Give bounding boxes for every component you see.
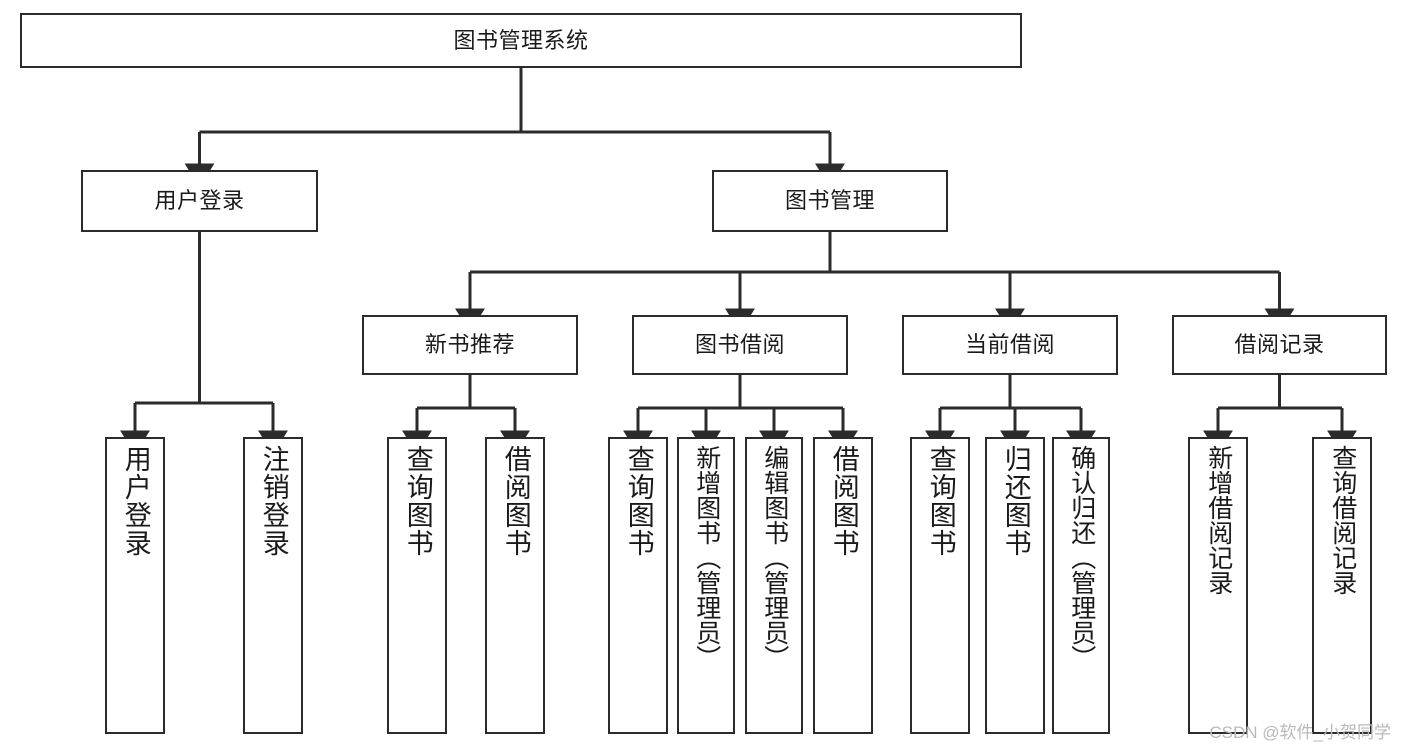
leaf-box-5: 新增图书（管理员） [677, 437, 735, 734]
watermark-text: CSDN @软件_小贺同学 [1209, 723, 1391, 742]
leaf-box-4: 查询图书 [608, 437, 668, 734]
root-label: 图书管理系统 [453, 27, 589, 53]
level2-box-2: 当前借阅 [902, 315, 1118, 375]
leaf-label: 注销登录 [258, 445, 289, 557]
leaf-box-1: 注销登录 [243, 437, 303, 734]
level2-label: 图书借阅 [694, 332, 785, 357]
leaf-box-6: 编辑图书（管理员） [745, 437, 803, 734]
level2-box-0: 新书推荐 [362, 315, 578, 375]
level1-label: 用户登录 [154, 188, 245, 213]
leaf-box-9: 归还图书 [985, 437, 1045, 734]
level1-label: 图书管理 [784, 188, 875, 213]
leaf-box-2: 查询图书 [387, 437, 447, 734]
level2-box-1: 图书借阅 [632, 315, 848, 375]
leaf-box-8: 查询图书 [910, 437, 970, 734]
leaf-box-7: 借阅图书 [813, 437, 873, 734]
leaf-label: 查询图书 [623, 445, 654, 557]
leaf-label: 新增图书（管理员） [692, 445, 721, 670]
leaf-box-3: 借阅图书 [485, 437, 545, 734]
leaf-label: 借阅图书 [828, 445, 859, 557]
leaf-box-0: 用户登录 [105, 437, 165, 734]
leaf-label: 借阅图书 [500, 445, 531, 557]
leaf-label: 确认归还（管理员） [1067, 445, 1096, 670]
leaf-label: 用户登录 [120, 445, 151, 557]
leaf-label: 归还图书 [1000, 445, 1031, 557]
level2-label: 借阅记录 [1234, 332, 1325, 357]
level1-box-1: 图书管理 [712, 170, 948, 232]
leaf-label: 编辑图书（管理员） [760, 445, 789, 670]
leaf-box-12: 查询借阅记录 [1312, 437, 1372, 734]
leaf-label: 查询图书 [402, 445, 433, 557]
leaf-box-10: 确认归还（管理员） [1052, 437, 1110, 734]
leaf-label: 查询图书 [925, 445, 956, 557]
root-box-0: 图书管理系统 [20, 13, 1022, 68]
level1-box-0: 用户登录 [81, 170, 318, 232]
level2-box-3: 借阅记录 [1172, 315, 1387, 375]
leaf-label: 查询借阅记录 [1328, 445, 1357, 595]
leaf-box-11: 新增借阅记录 [1188, 437, 1248, 734]
leaf-label: 新增借阅记录 [1204, 445, 1233, 595]
level2-label: 当前借阅 [964, 332, 1055, 357]
level2-label: 新书推荐 [424, 332, 515, 357]
